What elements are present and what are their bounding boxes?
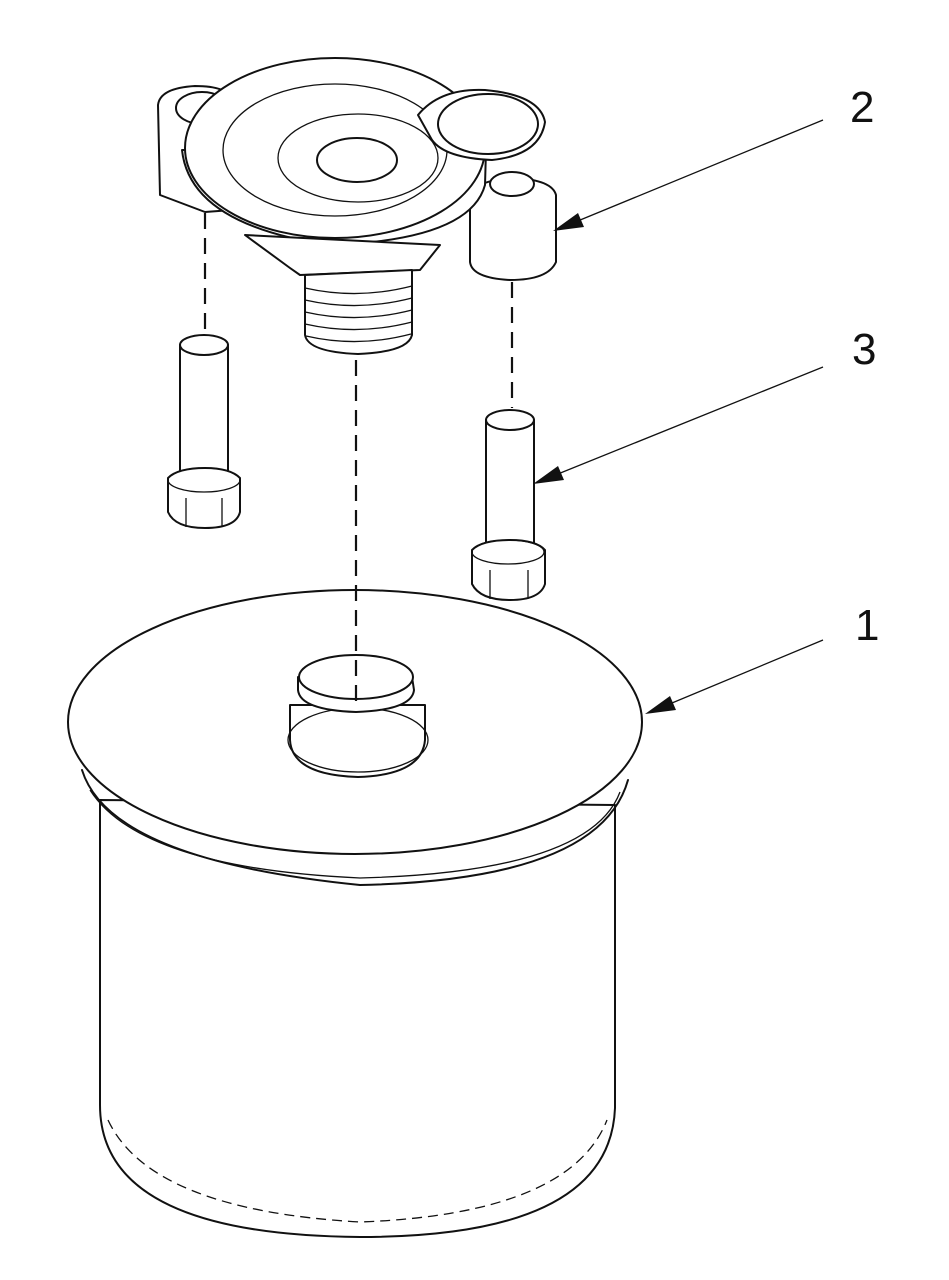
flange-bolt-right xyxy=(471,409,546,601)
assembly-centerlines xyxy=(203,213,514,705)
filter-head xyxy=(157,57,557,355)
callout-label-1: 1 xyxy=(855,601,879,650)
leader-3 xyxy=(533,366,824,484)
leader-2 xyxy=(553,119,824,231)
leader-1 xyxy=(645,639,824,714)
callout-label-3: 3 xyxy=(852,325,876,374)
flange-bolt-left xyxy=(167,334,241,529)
callout-label-2: 2 xyxy=(850,83,874,132)
